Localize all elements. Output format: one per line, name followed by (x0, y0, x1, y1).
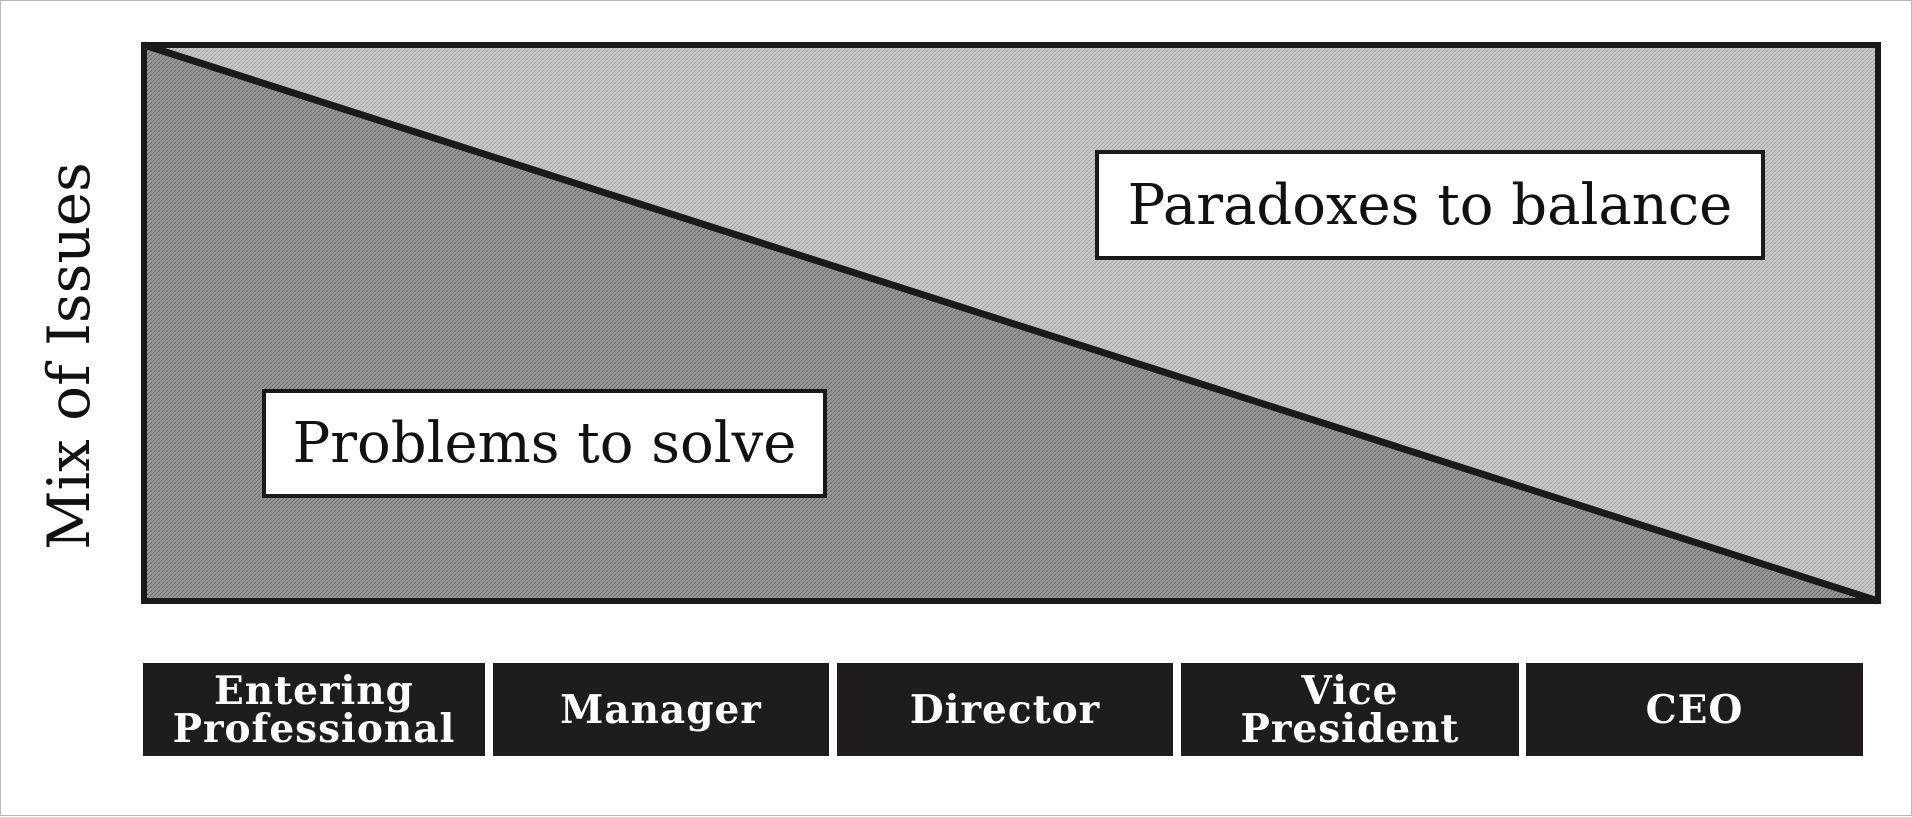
paradoxes-label: Paradoxes to balance (1127, 172, 1733, 238)
stage-label: Director (909, 686, 1101, 733)
dividing-diagonal (142, 41, 1880, 605)
problems-label-box: Problems to solve (262, 389, 827, 498)
stage-entering-professional: Entering Professional (143, 663, 485, 756)
stage-label: Vice President (1240, 667, 1460, 752)
stage-ceo: CEO (1526, 663, 1863, 756)
stage-label: Entering Professional (172, 667, 456, 752)
diagram-border (141, 42, 1881, 604)
paradoxes-label-box: Paradoxes to balance (1095, 150, 1765, 260)
stage-label: Manager (560, 686, 762, 733)
stage-director: Director (837, 663, 1173, 756)
stage-label: CEO (1645, 686, 1744, 733)
stage-vice-president: Vice President (1181, 663, 1519, 756)
problems-label: Problems to solve (292, 411, 797, 476)
y-axis-label: Mix of Issues (35, 162, 103, 550)
stage-manager: Manager (493, 663, 829, 756)
